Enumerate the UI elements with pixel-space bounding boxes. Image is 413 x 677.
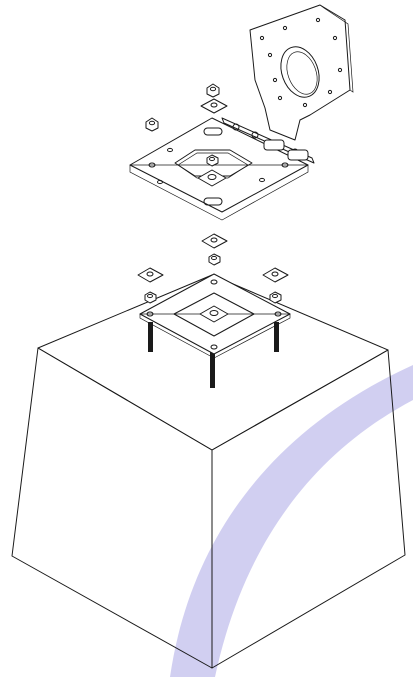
- lower-mounting-plate: [139, 273, 291, 359]
- center-washer: [206, 154, 219, 167]
- top-mounting-plate: [129, 117, 309, 221]
- upper-hex-nuts: [145, 83, 228, 132]
- motor-mount-bracket: [249, 4, 354, 141]
- corner-washers: [137, 233, 289, 283]
- hex-nuts: [144, 253, 282, 304]
- watermark-swoosh: [170, 365, 413, 677]
- hinge-bar: [221, 117, 315, 164]
